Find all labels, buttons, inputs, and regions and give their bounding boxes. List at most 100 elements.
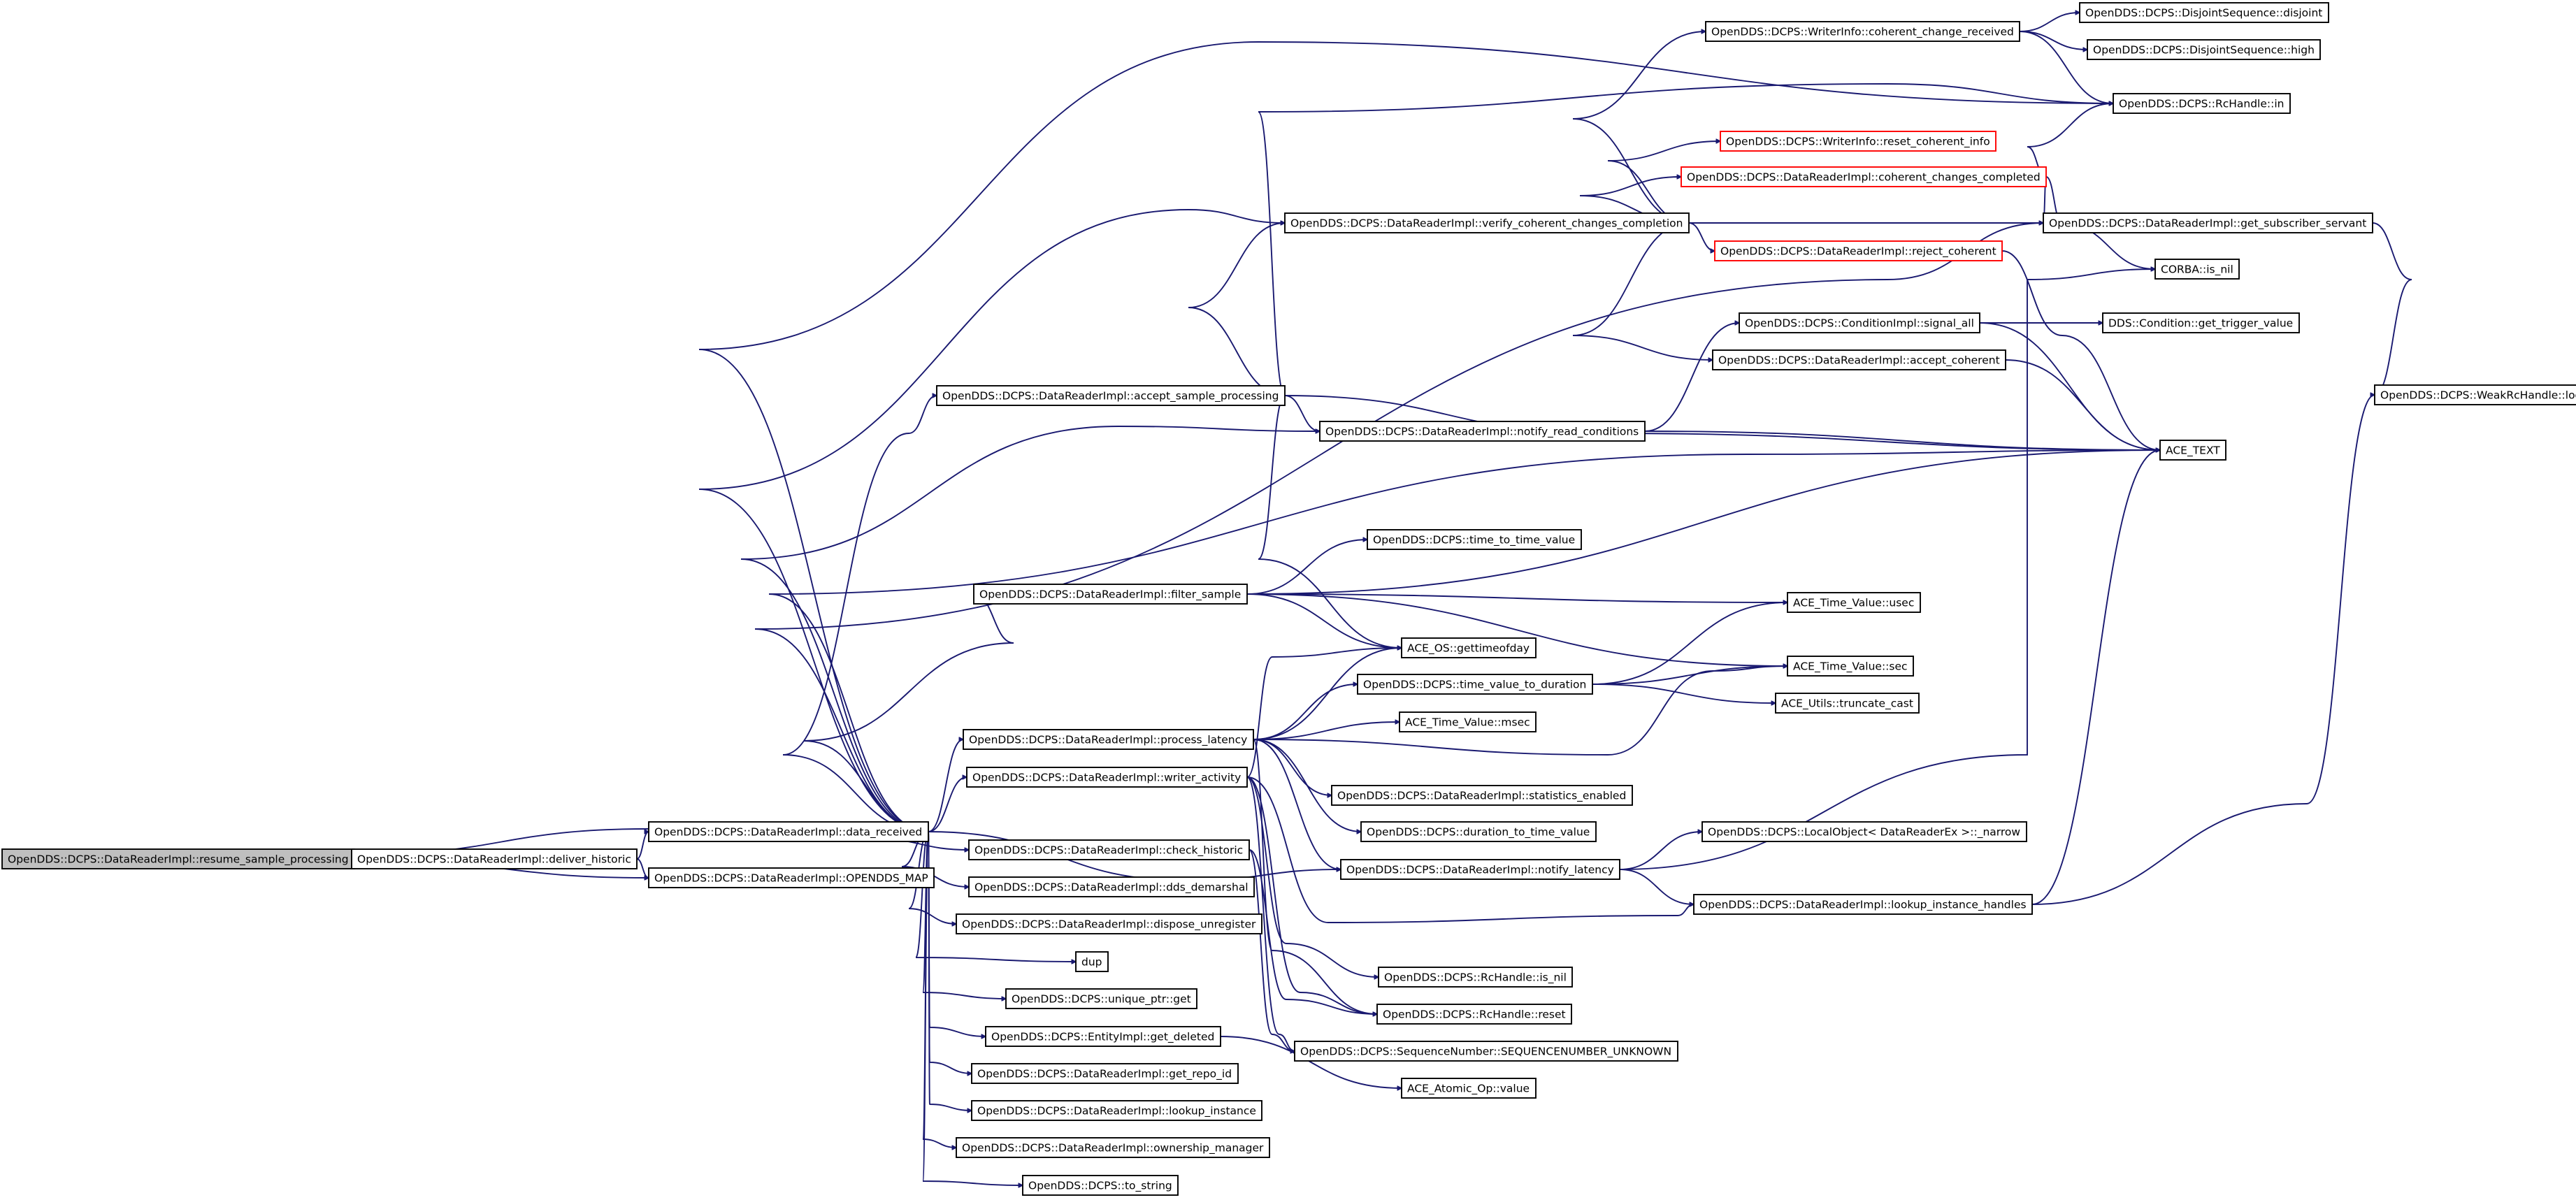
graph-node[interactable]: OpenDDS::DCPS::DataReaderImpl::statistic…: [1331, 785, 1633, 806]
graph-node[interactable]: OpenDDS::DCPS::DataReaderImpl::data_rece…: [648, 821, 929, 842]
call-edge: [1249, 849, 1377, 1014]
graph-node[interactable]: OpenDDS::DCPS::DataReaderImpl::lookup_in…: [971, 1100, 1262, 1121]
graph-node[interactable]: OpenDDS::DCPS::DataReaderImpl::deliver_h…: [351, 848, 638, 869]
node-label: OpenDDS::DCPS::duration_to_time_value: [1367, 826, 1590, 839]
call-edge: [1253, 648, 1402, 740]
call-edge: [1246, 540, 1367, 595]
graph-node[interactable]: OpenDDS::DCPS::DataReaderImpl::get_repo_…: [971, 1063, 1239, 1084]
graph-node[interactable]: OpenDDS::DCPS::LocalObject< DataReaderEx…: [1701, 821, 2027, 842]
node-label: OpenDDS::DCPS::WriterInfo::coherent_chan…: [1711, 26, 2014, 39]
graph-node[interactable]: OpenDDS::DCPS::EntityImpl::get_deleted: [985, 1026, 1221, 1047]
graph-node[interactable]: OpenDDS::DCPS::DataReaderImpl::resume_sa…: [1, 848, 355, 869]
node-box: [1401, 1078, 1537, 1099]
graph-node[interactable]: OpenDDS::DCPS::duration_to_time_value: [1360, 821, 1597, 842]
graph-node[interactable]: OpenDDS::DCPS::DataReaderImpl::filter_sa…: [973, 584, 1248, 605]
graph-node[interactable]: OpenDDS::DCPS::WriterInfo::coherent_chan…: [1705, 21, 2020, 42]
graph-node[interactable]: OpenDDS::DCPS::DataReaderImpl::OPENDDS_M…: [648, 867, 935, 888]
node-label: ACE_Time_Value::msec: [1405, 716, 1530, 730]
graph-node[interactable]: OpenDDS::DCPS::DataReaderImpl::writer_ac…: [966, 767, 1248, 788]
graph-node[interactable]: OpenDDS::DCPS::DataReaderImpl::process_l…: [963, 729, 1254, 750]
graph-node[interactable]: OpenDDS::DCPS::DataReaderImpl::ownership…: [956, 1137, 1270, 1158]
node-label: OpenDDS::DCPS::DataReaderImpl::verify_co…: [1290, 217, 1683, 231]
node-box: [2102, 312, 2300, 333]
node-box: [1357, 674, 1593, 695]
graph-node[interactable]: OpenDDS::DCPS::RcHandle::reset: [1376, 1004, 1572, 1025]
node-label: OpenDDS::DCPS::DataReaderImpl::notify_re…: [1325, 426, 1639, 439]
call-edge: [928, 777, 967, 832]
graph-node[interactable]: ACE_Time_Value::sec: [1787, 656, 1914, 677]
node-box: [1399, 711, 1537, 732]
call-edge: [1644, 431, 2160, 450]
graph-node[interactable]: OpenDDS::DCPS::DisjointSequence::disjoin…: [2079, 2, 2329, 23]
node-label: ACE_TEXT: [2166, 444, 2220, 458]
graph-node[interactable]: OpenDDS::DCPS::DataReaderImpl::dds_demar…: [968, 876, 1255, 897]
graph-node[interactable]: OpenDDS::DCPS::DataReaderImpl::get_subsc…: [2043, 212, 2373, 233]
graph-node[interactable]: ACE_Time_Value::msec: [1399, 711, 1537, 732]
call-edge: [1284, 395, 1320, 431]
graph-node[interactable]: OpenDDS::DCPS::WriterInfo::reset_coheren…: [1720, 131, 1996, 152]
graph-node[interactable]: OpenDDS::DCPS::to_string: [1022, 1175, 1179, 1196]
call-edge: [1253, 666, 1787, 756]
graph-node[interactable]: OpenDDS::DCPS::DataReaderImpl::check_his…: [968, 839, 1250, 860]
graph-node[interactable]: OpenDDS::DCPS::RcHandle::is_nil: [1378, 967, 1573, 988]
node-box: [985, 1026, 1221, 1047]
node-box: [1701, 821, 2027, 842]
graph-node[interactable]: OpenDDS::DCPS::DataReaderImpl::notify_re…: [1319, 421, 1646, 442]
graph-node[interactable]: OpenDDS::DCPS::ConditionImpl::signal_all: [1739, 312, 1980, 333]
node-box: [1294, 1041, 1678, 1062]
node-label: ACE_Utils::truncate_cast: [1781, 697, 1913, 711]
call-edge: [928, 831, 972, 1111]
graph-node[interactable]: OpenDDS::DCPS::SequenceNumber::SEQUENCEN…: [1294, 1041, 1678, 1062]
call-edge: [1253, 739, 1341, 869]
graph-node[interactable]: OpenDDS::DCPS::DataReaderImpl::dispose_u…: [956, 913, 1262, 934]
node-label: OpenDDS::DCPS::DataReaderImpl::OPENDDS_M…: [654, 872, 928, 885]
node-box: [1714, 240, 2003, 261]
call-edge: [1572, 222, 1713, 360]
call-edge: [1246, 776, 1694, 923]
graph-node[interactable]: ACE_Atomic_Op::value: [1401, 1078, 1537, 1099]
graph-node[interactable]: ACE_Time_Value::usec: [1787, 592, 1921, 613]
graph-node[interactable]: OpenDDS::DCPS::DataReaderImpl::coherent_…: [1681, 166, 2047, 187]
call-edge: [1619, 832, 1702, 870]
call-edge: [1592, 684, 1776, 703]
graph-node[interactable]: OpenDDS::DCPS::DataReaderImpl::verify_co…: [1284, 212, 1690, 233]
call-edge: [915, 831, 1076, 962]
node-label: OpenDDS::DCPS::DataReaderImpl::notify_la…: [1346, 864, 1614, 877]
graph-node[interactable]: OpenDDS::DCPS::DataReaderImpl::accept_sa…: [936, 385, 1286, 406]
node-box: [1705, 21, 2020, 42]
node-label: DDS::Condition::get_trigger_value: [2108, 317, 2293, 331]
call-edge: [1258, 83, 2113, 396]
graph-node[interactable]: DDS::Condition::get_trigger_value: [2102, 312, 2300, 333]
call-edge: [1688, 222, 1715, 251]
graph-node[interactable]: OpenDDS::DCPS::WeakRcHandle::lock: [2374, 384, 2576, 405]
node-box: [351, 848, 638, 869]
node-label: OpenDDS::DCPS::DataReaderImpl::accept_sa…: [942, 390, 1279, 403]
call-edge: [1253, 684, 1358, 740]
graph-node[interactable]: OpenDDS::DCPS::RcHandle::in: [2113, 93, 2291, 114]
node-label: OpenDDS::DCPS::RcHandle::reset: [1383, 1009, 1566, 1021]
graph-node[interactable]: CORBA::is_nil: [2154, 259, 2240, 280]
call-edge: [1246, 450, 2160, 595]
graph-node[interactable]: OpenDDS::DCPS::DataReaderImpl::lookup_in…: [1693, 894, 2033, 915]
graph-node[interactable]: ACE_OS::gettimeofday: [1401, 637, 1537, 658]
graph-node[interactable]: OpenDDS::DCPS::time_to_time_value: [1367, 529, 1582, 550]
node-box: [1787, 656, 1914, 677]
graph-node[interactable]: OpenDDS::DCPS::DataReaderImpl::reject_co…: [1714, 240, 2003, 261]
graph-node[interactable]: ACE_Utils::truncate_cast: [1775, 693, 1920, 714]
call-edge: [2019, 31, 2087, 50]
graph-node[interactable]: OpenDDS::DCPS::unique_ptr::get: [1005, 988, 1197, 1009]
node-box: [1378, 967, 1573, 988]
call-edge: [803, 594, 1014, 832]
node-box: [1720, 131, 1996, 152]
node-label: OpenDDS::DCPS::RcHandle::is_nil: [1384, 971, 1567, 985]
graph-node[interactable]: OpenDDS::DCPS::DataReaderImpl::notify_la…: [1340, 859, 1620, 880]
node-label: OpenDDS::DCPS::DataReaderImpl::get_subsc…: [2049, 217, 2366, 231]
graph-node[interactable]: dup: [1075, 951, 1109, 972]
graph-node[interactable]: OpenDDS::DCPS::DisjointSequence::high: [2087, 39, 2321, 60]
graph-node[interactable]: OpenDDS::DCPS::time_value_to_duration: [1357, 674, 1593, 695]
graph-node[interactable]: OpenDDS::DCPS::DataReaderImpl::accept_co…: [1712, 349, 2006, 370]
node-box: [2079, 2, 2329, 23]
graph-node[interactable]: ACE_TEXT: [2159, 440, 2226, 461]
node-label: OpenDDS::DCPS::DisjointSequence::disjoin…: [2085, 7, 2322, 20]
